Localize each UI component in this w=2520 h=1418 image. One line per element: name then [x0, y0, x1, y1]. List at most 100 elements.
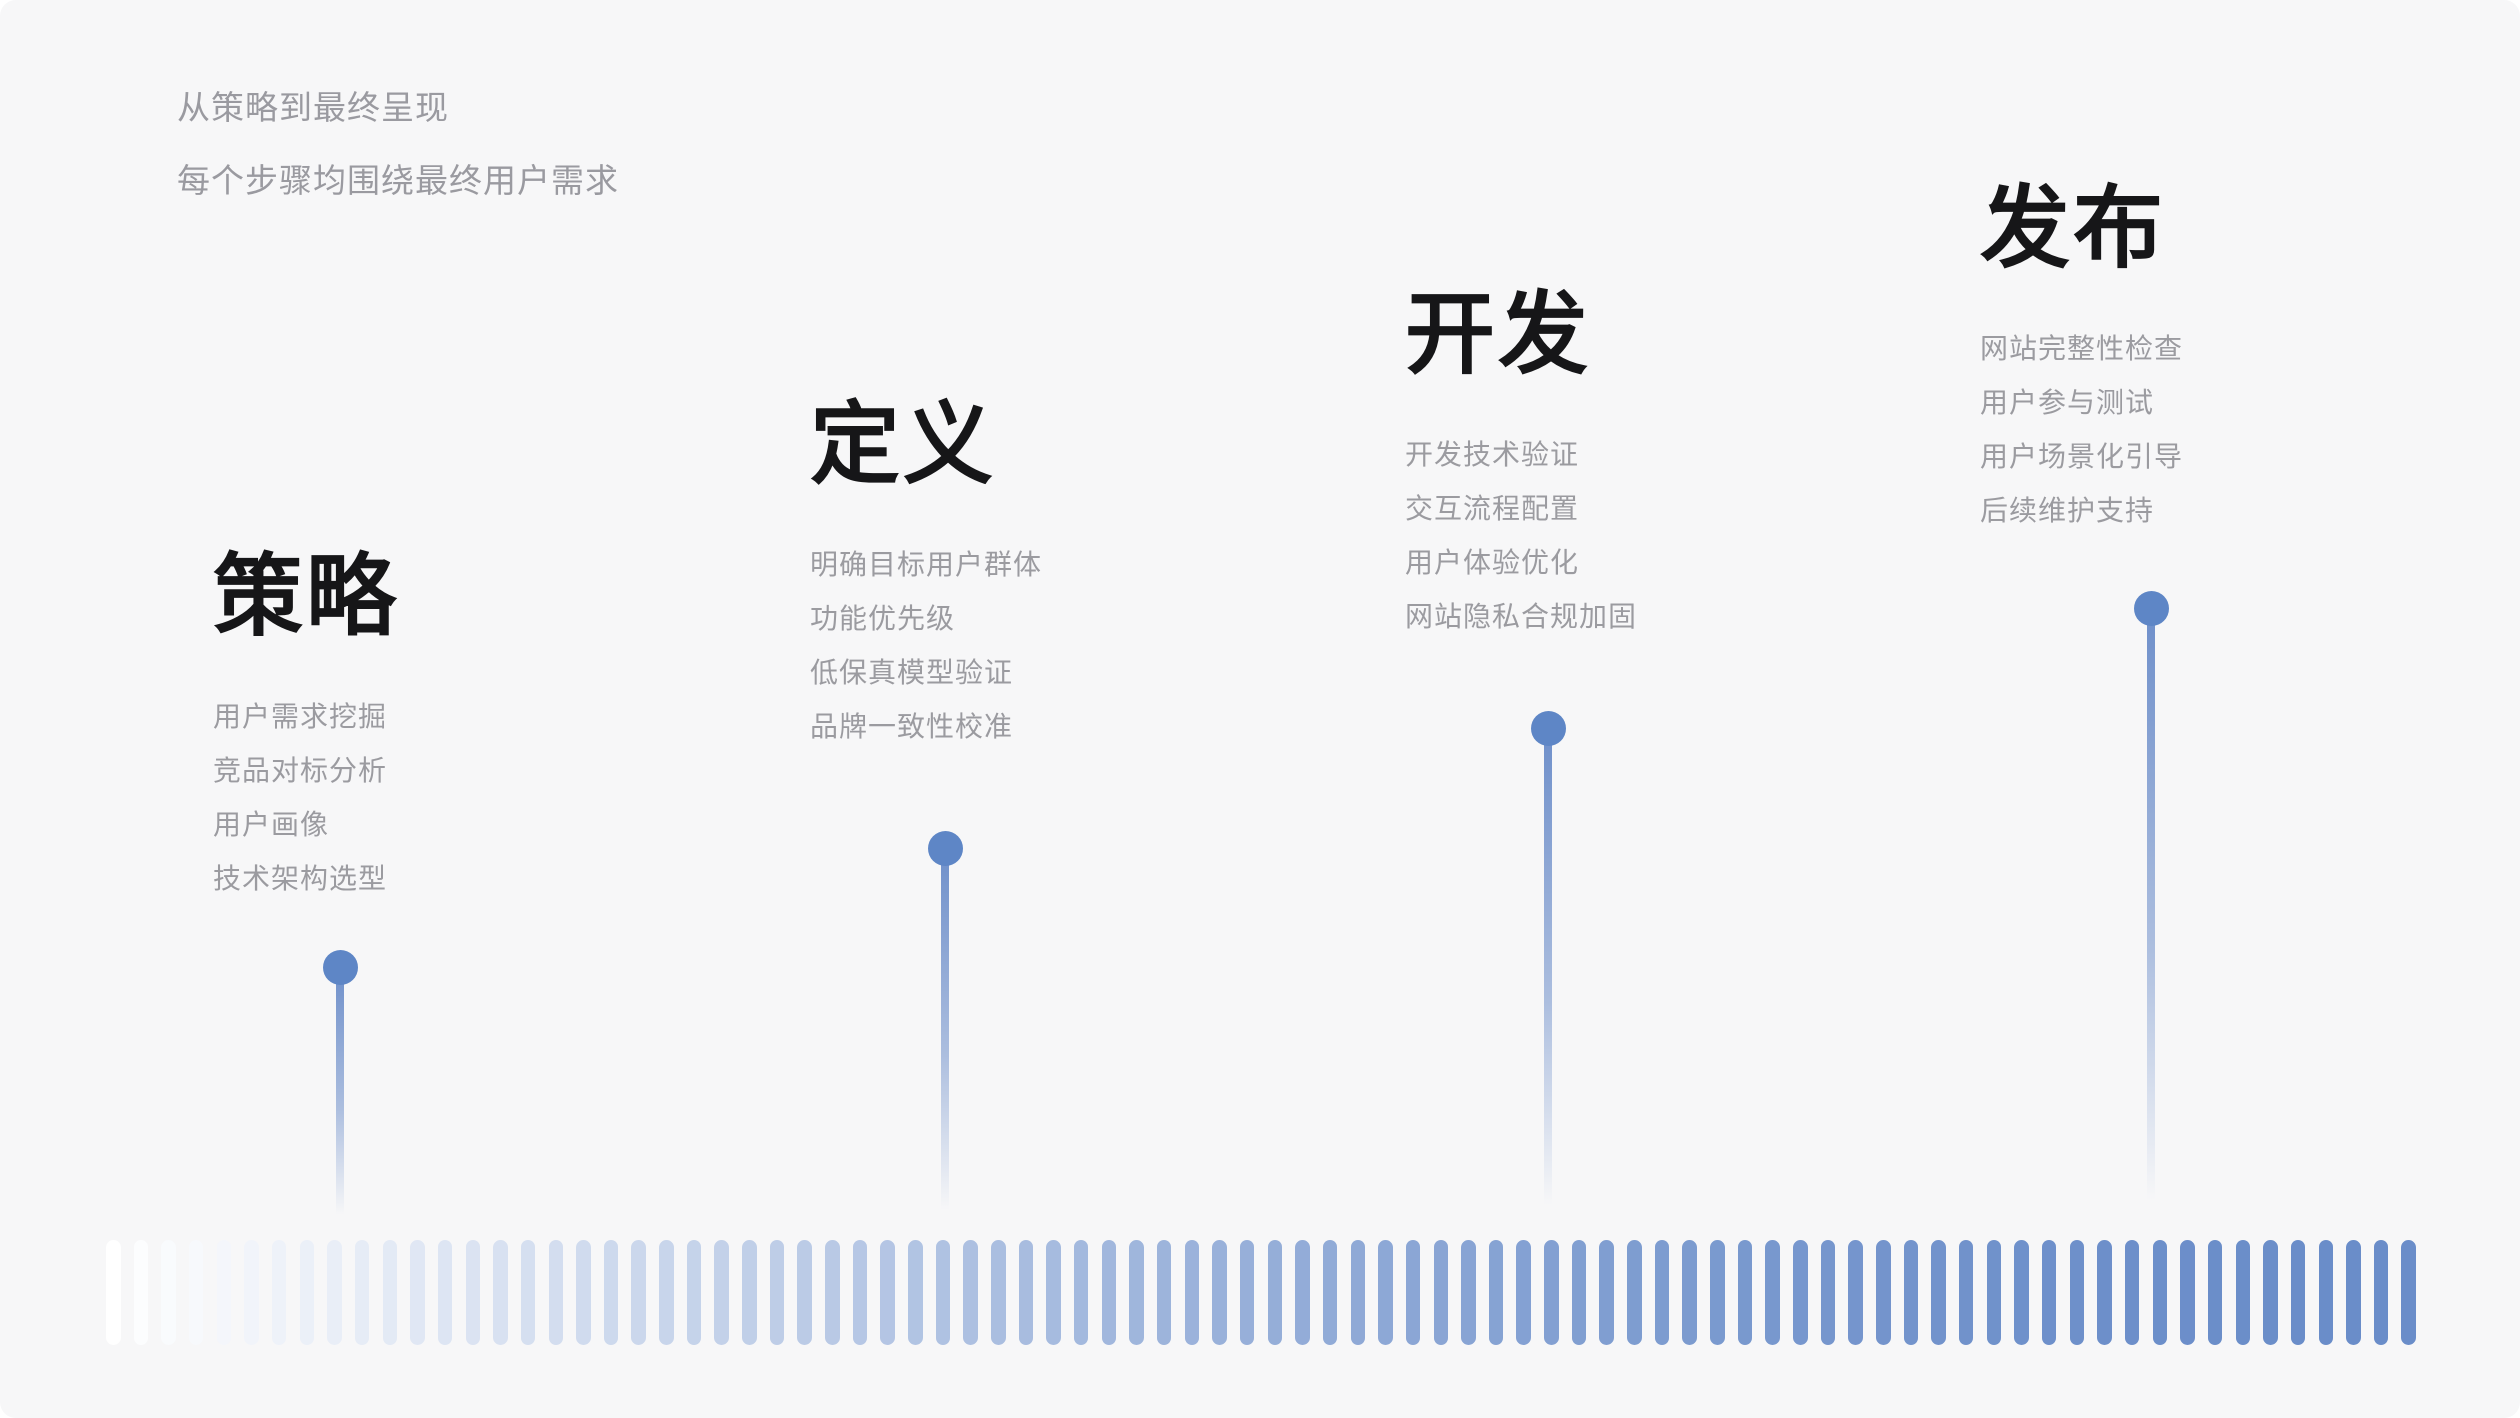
- stage-develop-title: 开发: [1405, 285, 1591, 385]
- stage-stem: [2147, 608, 2155, 1225]
- timeline-bar: [271, 1240, 287, 1345]
- stage-dot: [322, 949, 358, 985]
- timeline-bar: [1544, 1240, 1559, 1345]
- timeline-bar: [1848, 1240, 1863, 1345]
- timeline-bar: [1737, 1240, 1753, 1345]
- timeline-bar: [1958, 1240, 1974, 1345]
- stage-develop: 开发 开发技术验证 交互流程配置 用户体验优化 网站隐私合规加固: [1405, 288, 1965, 657]
- stage-item: 竞品对标分析: [213, 755, 388, 786]
- timeline-bar: [1654, 1240, 1670, 1345]
- timeline-bar: [1793, 1240, 1808, 1345]
- timeline-bar: [1571, 1240, 1587, 1345]
- timeline-bar: [354, 1240, 370, 1345]
- timeline-bar: [2290, 1240, 2306, 1345]
- timeline-bar: [1156, 1240, 1172, 1345]
- timeline-bar: [2235, 1240, 2251, 1345]
- stage-item: 后续维护支持: [1980, 495, 2155, 526]
- stage-item: 功能优先级: [810, 603, 956, 634]
- stage-strategy-items: 用户需求挖掘 竞品对标分析 用户画像 技术架构选型: [213, 703, 773, 893]
- timeline-bar: [133, 1240, 149, 1345]
- timeline-bar: [659, 1240, 674, 1345]
- timeline-bar: [1129, 1240, 1144, 1345]
- timeline-bar: [1295, 1240, 1310, 1345]
- timeline-bar: [2401, 1240, 2416, 1345]
- timeline-bar: [1903, 1240, 1919, 1345]
- stage-item: 用户场景化引导: [1980, 441, 2184, 472]
- timeline-bar: [714, 1240, 729, 1345]
- timeline-bar: [2207, 1240, 2223, 1345]
- timeline-bar: [1378, 1240, 1393, 1345]
- timeline-bar: [1046, 1240, 1061, 1345]
- timeline-bar: [465, 1240, 481, 1345]
- stage-strategy: 策略 用户需求挖掘 竞品对标分析 用户画像 技术架构选型: [213, 550, 773, 919]
- stage-stem: [1544, 728, 1552, 1225]
- timeline-bar: [2097, 1240, 2112, 1345]
- timeline-bar: [161, 1240, 176, 1345]
- timeline-bar: [106, 1240, 121, 1345]
- timeline-bar: [327, 1240, 342, 1345]
- timeline-bar: [631, 1240, 646, 1345]
- timeline-bar: [1488, 1240, 1504, 1345]
- stage-item: 技术架构选型: [213, 863, 388, 894]
- timeline-bar: [769, 1240, 785, 1345]
- timeline-bar: [2014, 1240, 2029, 1345]
- timeline-bar: [1820, 1240, 1836, 1345]
- timeline-bar: [880, 1240, 895, 1345]
- timeline-bar: [797, 1240, 812, 1345]
- timeline-bar: [1073, 1240, 1089, 1345]
- stage-item: 网站隐私合规加固: [1405, 601, 1638, 632]
- timeline-bar: [742, 1240, 757, 1345]
- stage-item: 品牌一致性校准: [810, 711, 1014, 742]
- subtitle-line-2: 每个步骤均围绕最终用户需求: [177, 162, 619, 199]
- timeline-bar: [1184, 1240, 1200, 1345]
- stage-item: 用户体验优化: [1405, 547, 1580, 578]
- timeline-bar: [963, 1240, 978, 1345]
- stage-stem: [336, 967, 344, 1225]
- timeline-bar: [1931, 1240, 1946, 1345]
- timeline-bar: [1350, 1240, 1366, 1345]
- timeline-bar: [1627, 1240, 1642, 1345]
- timeline-bar: [299, 1240, 315, 1345]
- timeline-bar: [1461, 1240, 1476, 1345]
- timeline-bar: [1710, 1240, 1725, 1345]
- timeline-bar: [576, 1240, 591, 1345]
- timeline-bar: [935, 1240, 951, 1345]
- timeline-bar: [216, 1240, 232, 1345]
- timeline-bar: [1433, 1240, 1448, 1345]
- timeline-bar: [493, 1240, 508, 1345]
- stage-define-items: 明确目标用户群体 功能优先级 低保真模型验证 品牌一致性校准: [810, 551, 1370, 741]
- timeline-bar: [1405, 1240, 1421, 1345]
- stage-item: 明确目标用户群体: [810, 549, 1043, 580]
- page-subtitle: 从策略到最终呈现 每个步骤均围绕最终用户需求: [177, 71, 619, 217]
- timeline-bar: [410, 1240, 425, 1345]
- stage-define-title: 定义: [810, 395, 996, 495]
- stage-item: 用户画像: [213, 809, 330, 840]
- timeline-bar: [852, 1240, 868, 1345]
- stage-define: 定义 明确目标用户群体 功能优先级 低保真模型验证 品牌一致性校准: [810, 398, 1370, 767]
- timeline-bar: [1322, 1240, 1338, 1345]
- timeline-bar: [1876, 1240, 1891, 1345]
- timeline-bar: [908, 1240, 923, 1345]
- subtitle-line-1: 从策略到最终呈现: [177, 89, 449, 126]
- timeline-bar: [2124, 1240, 2140, 1345]
- stage-launch-title: 发布: [1980, 179, 2166, 279]
- timeline-bar: [1239, 1240, 1255, 1345]
- stage-item: 网站完整性检查: [1980, 333, 2184, 364]
- timeline-bar: [1516, 1240, 1531, 1345]
- timeline-bar: [1212, 1240, 1227, 1345]
- timeline-bar: [2263, 1240, 2278, 1345]
- timeline-bar: [2152, 1240, 2168, 1345]
- stage-item: 用户需求挖掘: [213, 701, 388, 732]
- timeline-bar: [2041, 1240, 2057, 1345]
- stage-launch-items: 网站完整性检查 用户参与测试 用户场景化引导 后续维护支持: [1980, 335, 2520, 525]
- stage-dot: [927, 830, 963, 866]
- timeline-bar: [437, 1240, 453, 1345]
- timeline-bar: [1682, 1240, 1697, 1345]
- timeline-bar: [1267, 1240, 1283, 1345]
- timeline-bar: [603, 1240, 619, 1345]
- timeline-bar: [2180, 1240, 2195, 1345]
- timeline-bar-strip: [106, 1240, 2416, 1345]
- timeline-bar: [244, 1240, 259, 1345]
- timeline-bar: [2346, 1240, 2361, 1345]
